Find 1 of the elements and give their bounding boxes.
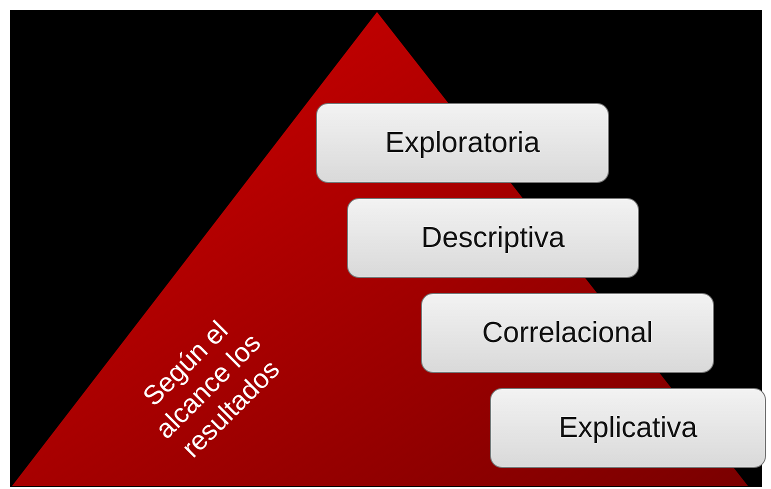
level-box: Explicativa [490,388,766,468]
